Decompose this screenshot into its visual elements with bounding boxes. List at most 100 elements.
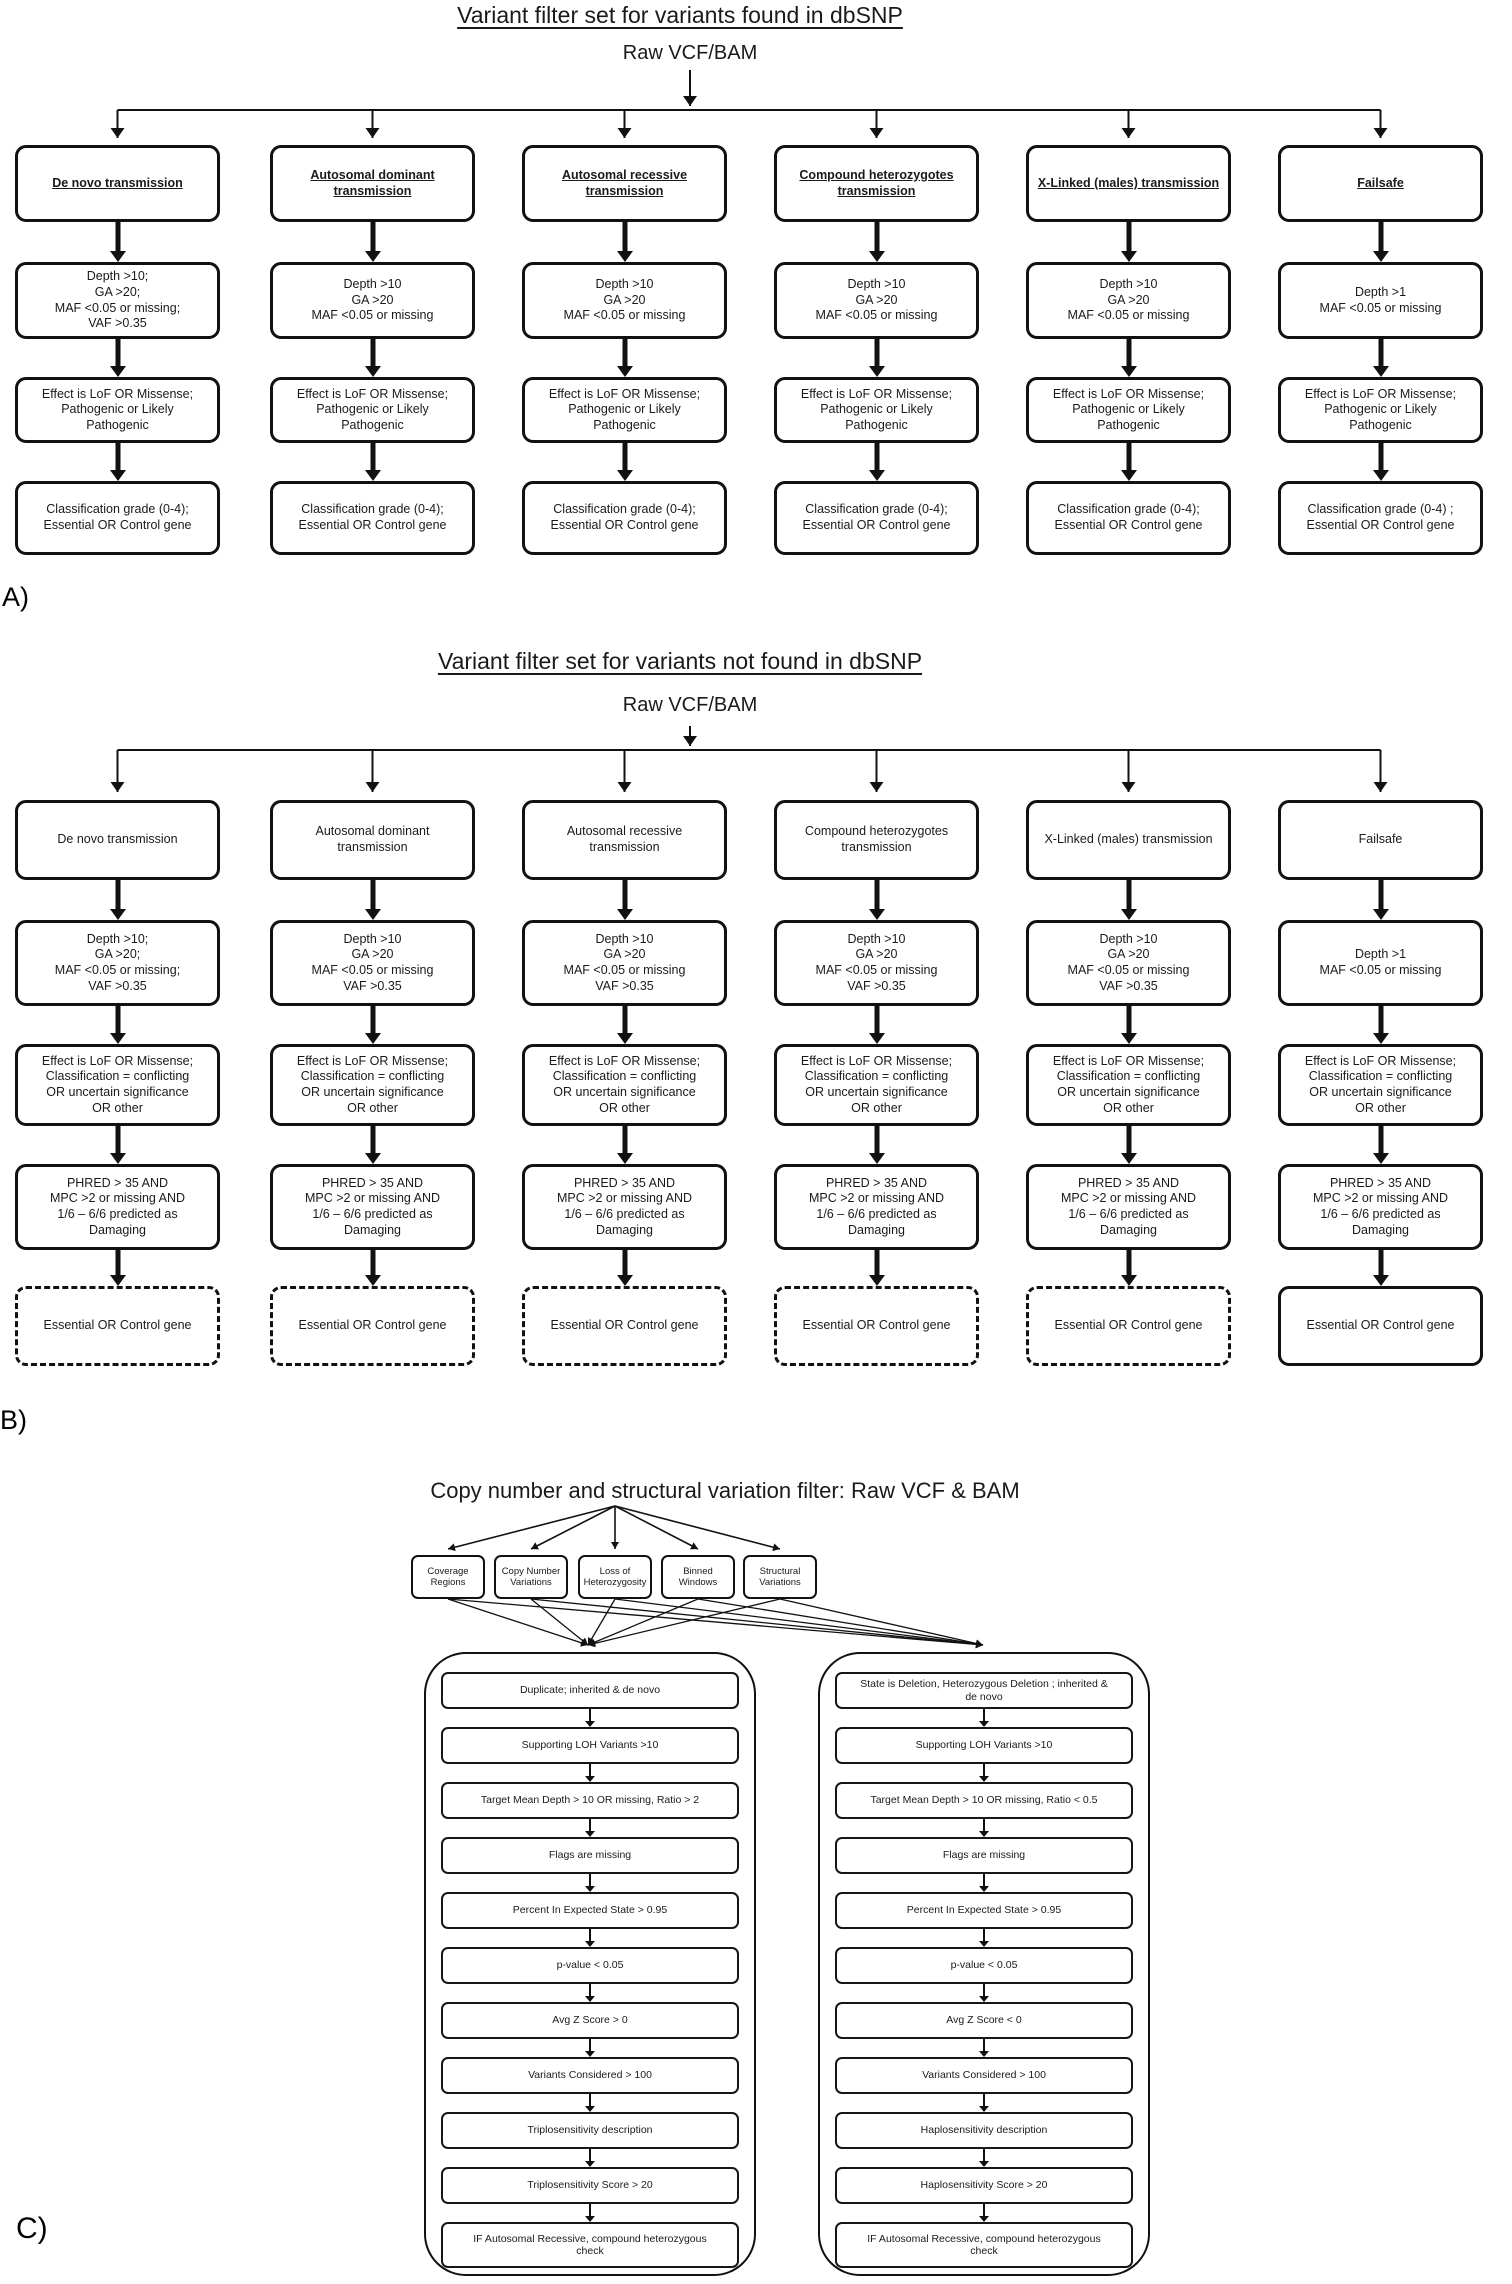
filter-text: PHRED > 35 AND MPC >2 or missing AND 1/6…: [1312, 1175, 1449, 1237]
step-text: Variants Considered > 100: [922, 2069, 1046, 2082]
step-text: Percent In Expected State > 0.95: [906, 1904, 1062, 1917]
column-b-compound-heterozygotes: Compound heterozygotes transmission Dept…: [774, 800, 979, 1366]
source-box-binned-windows: Binned Windows: [661, 1555, 735, 1599]
transmission-header-box: Failsafe: [1278, 145, 1483, 222]
column-a-compound-heterozygotes: Compound heterozygotes transmission Dept…: [774, 145, 979, 555]
pipeline-step-box: p-value < 0.05: [441, 1947, 739, 1984]
header-label: Failsafe: [1358, 832, 1403, 847]
down-arrow: [270, 1006, 475, 1044]
down-arrow: [270, 1126, 475, 1164]
filter-text: Essential OR Control gene: [1054, 1318, 1203, 1333]
down-arrow: [835, 1709, 1133, 1727]
step-text: Flags are missing: [548, 1849, 632, 1862]
filter-text: Depth >10 GA >20 MAF <0.05 or missing: [563, 277, 686, 323]
classification-filter-box: Classification grade (0-4); Essential OR…: [270, 481, 475, 555]
classification-filter-box: Classification grade (0-4); Essential OR…: [774, 481, 979, 555]
down-arrow: [1278, 880, 1483, 920]
column-a-autosomal-recessive: Autosomal recessive transmission Depth >…: [522, 145, 727, 555]
transmission-header-box: Compound heterozygotes transmission: [774, 800, 979, 880]
filter-text: Effect is LoF OR Missense; Classificatio…: [1304, 1053, 1457, 1115]
step-text: Supporting LOH Variants >10: [521, 1739, 659, 1752]
down-arrow: [774, 443, 979, 481]
down-arrow: [441, 1984, 739, 2002]
phred-filter-box: PHRED > 35 AND MPC >2 or missing AND 1/6…: [1026, 1164, 1231, 1250]
pipeline-step-box: Supporting LOH Variants >10: [441, 1727, 739, 1764]
filter-text: PHRED > 35 AND MPC >2 or missing AND 1/6…: [808, 1175, 945, 1237]
column-a-de-novo: De novo transmission Depth >10; GA >20; …: [15, 145, 220, 555]
down-arrow: [1026, 880, 1231, 920]
down-arrow: [774, 1006, 979, 1044]
down-arrow: [441, 2204, 739, 2222]
header-label: Autosomal dominant transmission: [310, 167, 435, 198]
down-arrow: [15, 1250, 220, 1286]
header-label: X-Linked (males) transmission: [1037, 175, 1220, 190]
depth-filter-box: Depth >10 GA >20 MAF <0.05 or missing: [774, 262, 979, 339]
filter-text: Depth >10 GA >20 MAF <0.05 or missing VA…: [815, 931, 938, 993]
down-arrow: [774, 339, 979, 377]
gene-filter-box: Essential OR Control gene: [774, 1286, 979, 1366]
effect-filter-box: Effect is LoF OR Missense; Pathogenic or…: [1026, 377, 1231, 443]
down-arrow: [835, 2039, 1133, 2057]
source-box-structural-variations: Structural Variations: [743, 1555, 817, 1599]
filter-text: Depth >10 GA >20 MAF <0.05 or missing VA…: [563, 931, 686, 993]
column-a-x-linked: X-Linked (males) transmission Depth >10 …: [1026, 145, 1231, 555]
header-label: X-Linked (males) transmission: [1044, 832, 1213, 847]
effect-filter-box: Effect is LoF OR Missense; Pathogenic or…: [270, 377, 475, 443]
header-label: Compound heterozygotes transmission: [799, 167, 954, 198]
step-text: Haplosensitivity description: [920, 2124, 1048, 2137]
down-arrow: [441, 1819, 739, 1837]
down-arrow: [270, 222, 475, 262]
header-label: De novo transmission: [57, 832, 178, 847]
transmission-header-box: De novo transmission: [15, 800, 220, 880]
pipeline-step-box: Flags are missing: [835, 1837, 1133, 1874]
phred-filter-box: PHRED > 35 AND MPC >2 or missing AND 1/6…: [522, 1164, 727, 1250]
down-arrow: [522, 880, 727, 920]
gene-filter-box: Essential OR Control gene: [270, 1286, 475, 1366]
header-label: Autosomal dominant transmission: [315, 824, 430, 854]
pipeline-step-box: Avg Z Score > 0: [441, 2002, 739, 2039]
depth-filter-box: Depth >10; GA >20; MAF <0.05 or missing;…: [15, 262, 220, 339]
section-label-a: A): [2, 582, 29, 612]
filter-text: PHRED > 35 AND MPC >2 or missing AND 1/6…: [1060, 1175, 1197, 1237]
filter-text: Effect is LoF OR Missense; Pathogenic or…: [548, 386, 701, 432]
effect-filter-box: Effect is LoF OR Missense; Classificatio…: [1026, 1044, 1231, 1126]
filter-text: PHRED > 35 AND MPC >2 or missing AND 1/6…: [304, 1175, 441, 1237]
down-arrow: [522, 1126, 727, 1164]
gene-filter-box: Essential OR Control gene: [1026, 1286, 1231, 1366]
down-arrow: [1026, 1126, 1231, 1164]
down-arrow: [15, 1006, 220, 1044]
filter-text: Essential OR Control gene: [802, 1318, 951, 1333]
depth-filter-box: Depth >10 GA >20 MAF <0.05 or missing VA…: [522, 920, 727, 1006]
step-text: Haplosensitivity Score > 20: [920, 2179, 1048, 2192]
filter-text: Classification grade (0-4); Essential OR…: [43, 502, 192, 532]
transmission-header-box: Autosomal dominant transmission: [270, 145, 475, 222]
depth-filter-box: Depth >10 GA >20 MAF <0.05 or missing VA…: [1026, 920, 1231, 1006]
pipeline-step-box: Variants Considered > 100: [835, 2057, 1133, 2094]
pipeline-step-box: Triplosensitivity description: [441, 2112, 739, 2149]
pipeline-step-box: Haplosensitivity description: [835, 2112, 1133, 2149]
panel-b-raw-input-label: Raw VCF/BAM: [622, 694, 758, 716]
filter-text: Effect is LoF OR Missense; Classificatio…: [1052, 1053, 1205, 1115]
down-arrow: [774, 1126, 979, 1164]
filter-text: Depth >10 GA >20 MAF <0.05 or missing VA…: [1067, 931, 1190, 993]
panel-a-raw-input-label: Raw VCF/BAM: [622, 42, 758, 64]
down-arrow: [441, 2039, 739, 2057]
down-arrow: [835, 1929, 1133, 1947]
gene-filter-box: Essential OR Control gene: [15, 1286, 220, 1366]
step-text: Target Mean Depth > 10 OR missing, Ratio…: [870, 1794, 1098, 1807]
pipeline-step-box: Triplosensitivity Score > 20: [441, 2167, 739, 2204]
down-arrow: [1278, 1006, 1483, 1044]
step-text: Duplicate; inherited & de novo: [519, 1684, 661, 1697]
phred-filter-box: PHRED > 35 AND MPC >2 or missing AND 1/6…: [270, 1164, 475, 1250]
step-text: p-value < 0.05: [950, 1959, 1018, 1972]
down-arrow: [441, 2094, 739, 2112]
down-arrow: [15, 880, 220, 920]
step-text: Percent In Expected State > 0.95: [512, 1904, 668, 1917]
down-arrow: [1026, 339, 1231, 377]
gene-filter-box: Essential OR Control gene: [1278, 1286, 1483, 1366]
down-arrow: [1278, 222, 1483, 262]
depth-filter-box: Depth >10 GA >20 MAF <0.05 or missing VA…: [270, 920, 475, 1006]
filter-text: Essential OR Control gene: [298, 1318, 447, 1333]
down-arrow: [522, 1250, 727, 1286]
down-arrow: [522, 1006, 727, 1044]
